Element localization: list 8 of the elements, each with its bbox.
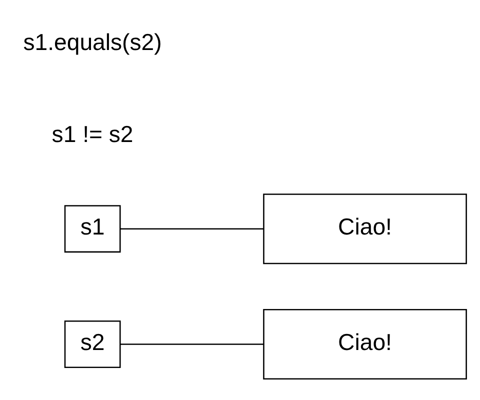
connector bbox=[120, 344, 264, 345]
node-box: Ciao! bbox=[263, 309, 467, 380]
label: s1.equals(s2) bbox=[23, 28, 162, 55]
node-box: Ciao! bbox=[263, 194, 467, 264]
label: s1 != s2 bbox=[52, 121, 134, 148]
connector bbox=[120, 228, 264, 230]
node-box: s1 bbox=[64, 205, 121, 253]
node-box: s2 bbox=[64, 320, 121, 368]
